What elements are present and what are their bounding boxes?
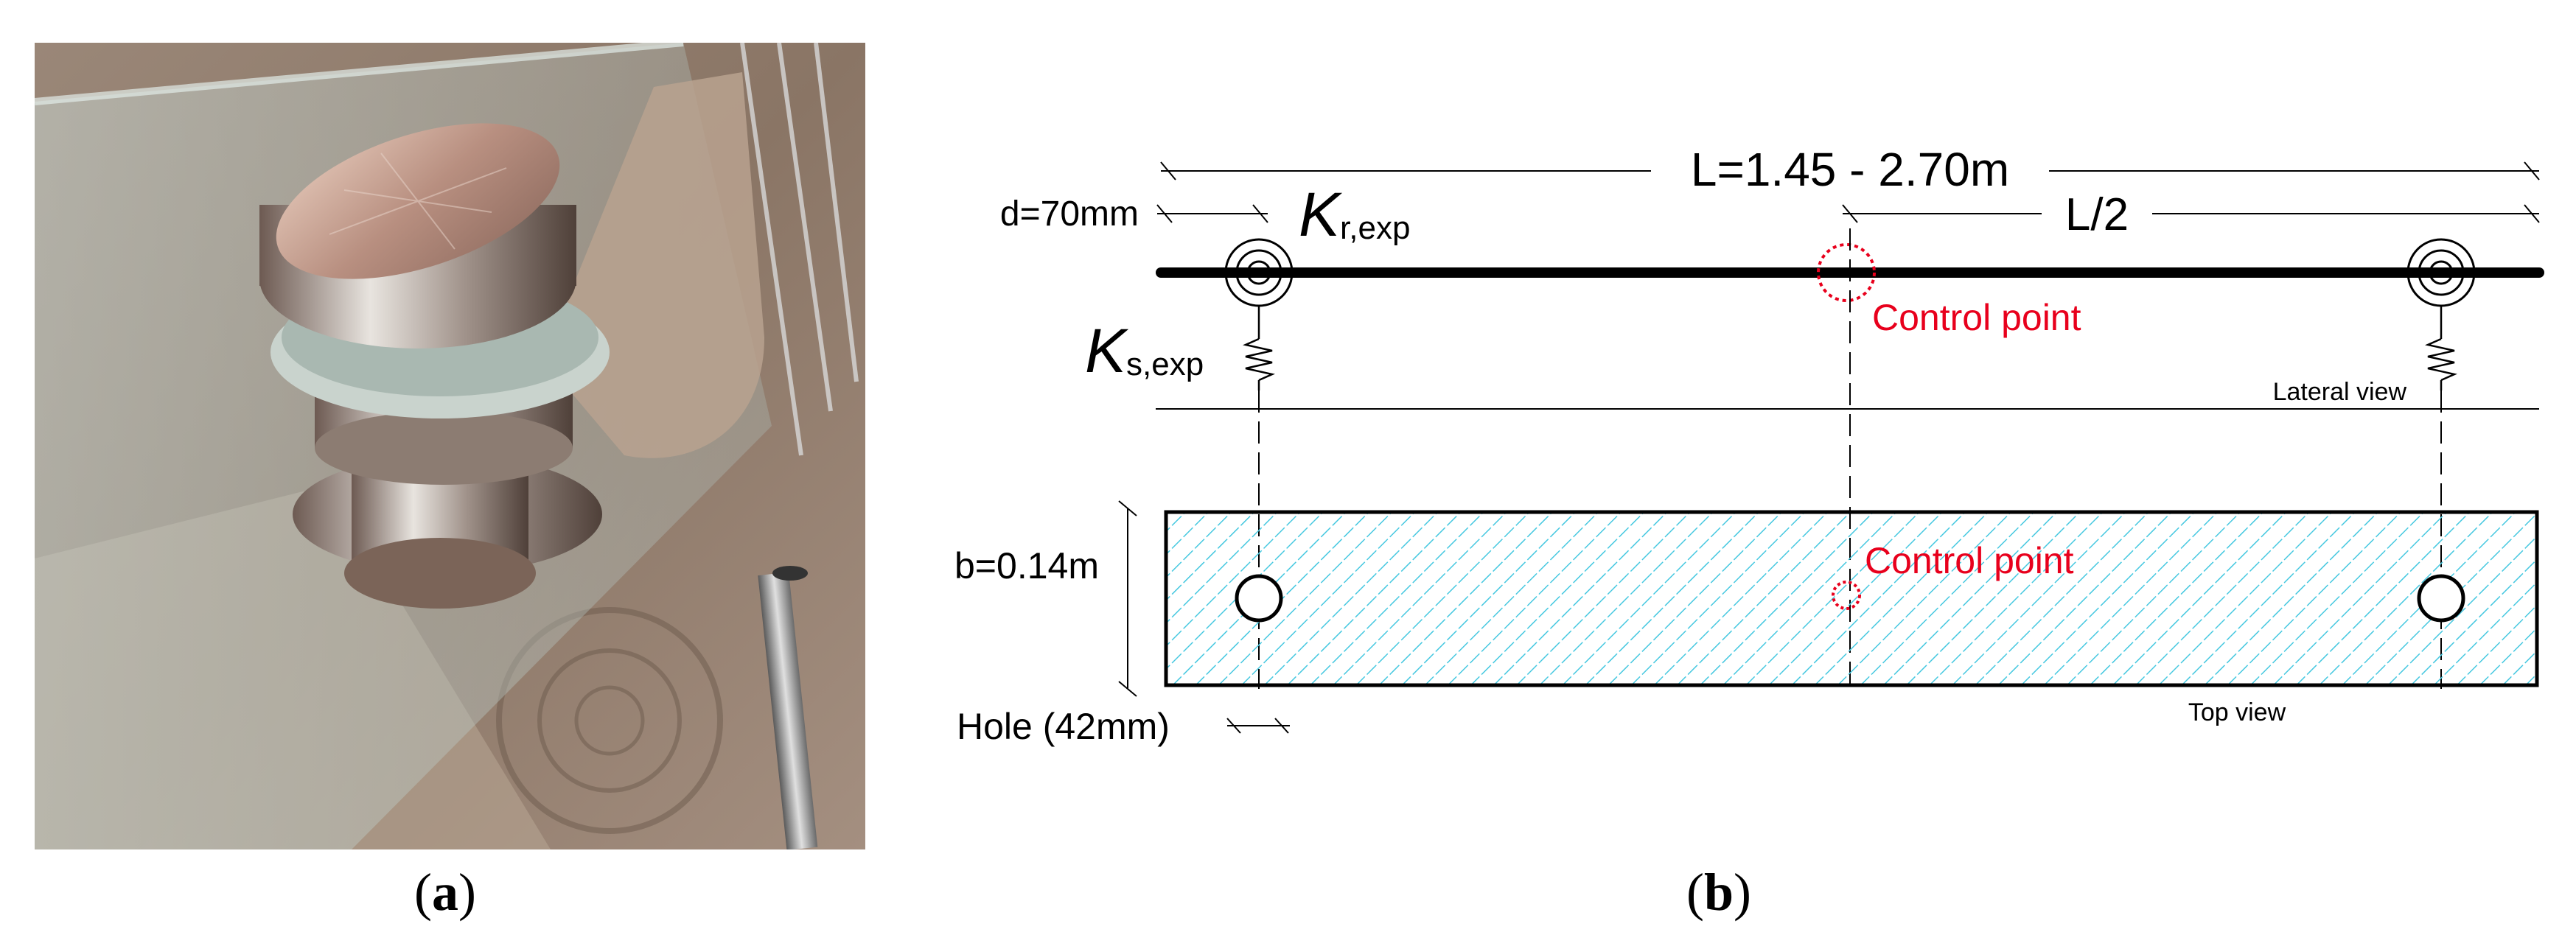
half-span-label: L/2 (2065, 189, 2129, 240)
k-spring-symbol: K (1085, 316, 1129, 385)
d-label: d=70mm (1000, 195, 1139, 234)
control-point-top-label: Control point (1865, 540, 2074, 581)
caption-a-letter: a (431, 863, 458, 922)
caption-b-open: ( (1686, 863, 1704, 922)
b-label: b=0.14m (954, 545, 1099, 586)
svg-text:Kr,exp: Kr,exp (1299, 180, 1410, 249)
left-vertical-spring (1243, 306, 1275, 390)
caption-b-letter: b (1703, 863, 1734, 922)
caption-b: (b) (1686, 862, 1751, 923)
vertical-stiffness-label: Ks,exp (1085, 316, 1204, 385)
glass-plate-top-view (1164, 510, 2539, 687)
lateral-view-label: Lateral view (2273, 378, 2407, 406)
span-label: L=1.45 - 2.70m (1691, 143, 2009, 196)
hole-label: Hole (42mm) (957, 706, 1170, 747)
d-dimension (1156, 204, 1268, 223)
right-hole (2417, 574, 2465, 623)
caption-a: (a) (414, 862, 476, 923)
caption-a-open: ( (414, 863, 432, 922)
connector-photo (35, 43, 865, 849)
control-point-lateral-marker (1817, 243, 1876, 302)
caption-b-close: ) (1734, 863, 1752, 922)
span-dimension (1160, 161, 2540, 181)
rotational-stiffness-label: Kr,exp (1299, 180, 1410, 249)
right-vertical-spring (2425, 306, 2457, 390)
caption-a-close: ) (458, 863, 476, 922)
left-hole (1235, 574, 1283, 623)
top-view-label: Top view (2188, 698, 2286, 726)
k-rotational-symbol: K (1299, 180, 1343, 249)
control-point-top-marker (1832, 581, 1861, 610)
half-span-dimension (1842, 204, 2540, 223)
control-point-lateral-label: Control point (1872, 297, 2081, 338)
width-dimension (1118, 500, 1137, 697)
k-spring-subscript: s,exp (1126, 346, 1204, 382)
k-rotational-subscript: r,exp (1340, 210, 1410, 246)
svg-text:Ks,exp: Ks,exp (1085, 316, 1204, 385)
hole-dimension (1226, 718, 1290, 734)
